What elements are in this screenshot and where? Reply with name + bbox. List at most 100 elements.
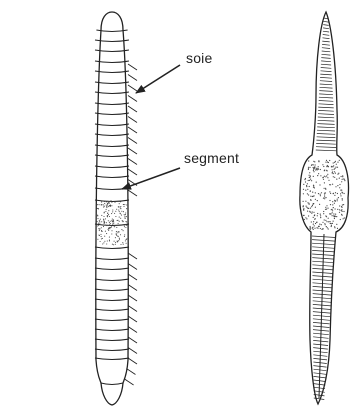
left-clitellum-dot: [116, 209, 117, 210]
right-worm-annulus: [317, 134, 335, 135]
right-clitellum-dot: [317, 168, 318, 169]
right-clitellum-dot: [334, 169, 335, 170]
right-clitellum-dot: [319, 184, 320, 185]
right-clitellum-dot: [335, 186, 336, 187]
seta-bristle: [128, 327, 137, 333]
right-clitellum-dot: [333, 215, 334, 216]
right-clitellum-dot: [334, 203, 335, 204]
seta-bristle: [128, 75, 137, 81]
right-clitellum-dot: [325, 197, 326, 198]
left-clitellum-dot: [119, 239, 120, 240]
left-clitellum-dot: [118, 223, 119, 224]
right-clitellum-dot: [326, 226, 327, 227]
right-clitellum-dot: [311, 206, 312, 207]
right-worm-dorsal-view: [300, 12, 349, 404]
left-clitellum-dot: [108, 220, 109, 221]
right-clitellum-dot: [306, 218, 307, 219]
right-clitellum-dot: [307, 189, 308, 190]
right-clitellum-dot: [327, 177, 328, 178]
right-clitellum-dot: [320, 228, 321, 229]
left-clitellum-dot: [124, 214, 125, 215]
left-clitellum-dot: [98, 228, 99, 229]
right-worm-annulus: [316, 147, 336, 148]
right-clitellum-dot: [338, 173, 339, 174]
left-clitellum-dot: [97, 218, 98, 219]
right-clitellum-dot: [326, 166, 327, 167]
left-clitellum-dot: [112, 221, 113, 222]
right-clitellum-dot: [332, 204, 333, 205]
left-clitellum-dot: [123, 230, 124, 231]
right-clitellum-dot: [337, 193, 338, 194]
right-clitellum-dot: [341, 214, 342, 215]
right-clitellum-dot: [324, 188, 325, 189]
right-clitellum-dot: [310, 190, 311, 191]
right-clitellum-dot: [325, 192, 326, 193]
left-clitellum-dot: [118, 240, 119, 241]
left-clitellum-dot: [119, 238, 120, 239]
right-clitellum-dot: [328, 218, 329, 219]
right-clitellum-dot: [311, 221, 312, 222]
right-worm-annulus: [320, 84, 333, 85]
right-clitellum-dot: [333, 165, 334, 166]
left-clitellum-dot: [97, 239, 98, 240]
right-clitellum-dot: [309, 175, 310, 176]
left-clitellum-dot: [110, 221, 111, 222]
right-clitellum-dot: [344, 217, 345, 218]
right-clitellum-dot: [328, 162, 329, 163]
right-clitellum-dot: [303, 206, 304, 207]
right-worm-annulus: [323, 31, 329, 32]
right-clitellum-dot: [333, 162, 334, 163]
left-clitellum-dot: [108, 210, 109, 211]
left-clitellum-dot: [125, 212, 126, 213]
left-clitellum-dot: [124, 225, 125, 226]
left-clitellum-dot: [103, 219, 104, 220]
right-clitellum-dot: [331, 209, 332, 210]
right-clitellum-dot: [328, 221, 329, 222]
right-clitellum-dot: [338, 197, 339, 198]
left-clitellum-dot: [126, 243, 127, 244]
right-clitellum-dot: [307, 202, 308, 203]
left-clitellum-dot: [110, 200, 111, 201]
right-clitellum-dot: [327, 208, 328, 209]
right-clitellum-dot: [313, 195, 314, 196]
left-worm-head: [101, 12, 123, 30]
right-worm-annulus: [321, 71, 332, 72]
left-worm-segment: [95, 358, 129, 360]
left-clitellum-dot: [110, 205, 111, 206]
right-clitellum-dot: [325, 209, 326, 210]
right-clitellum-dot: [343, 211, 344, 212]
left-clitellum-dot: [107, 201, 108, 202]
right-clitellum-dot: [312, 205, 313, 206]
right-clitellum-dot: [343, 178, 344, 179]
right-clitellum-dot: [334, 226, 335, 227]
left-clitellum-dot: [113, 220, 114, 221]
right-clitellum-dot: [313, 221, 314, 222]
right-worm-annulus: [321, 64, 331, 65]
right-clitellum-dot: [326, 205, 327, 206]
left-clitellum-dot: [121, 229, 122, 230]
right-worm-annulus: [317, 127, 335, 128]
left-clitellum-dot: [115, 242, 116, 243]
left-clitellum-dot: [100, 234, 101, 235]
left-clitellum-dot: [120, 206, 121, 207]
left-clitellum-dot: [104, 236, 105, 237]
right-clitellum-dot: [335, 161, 336, 162]
left-worm-segment: [95, 71, 129, 73]
right-clitellum-dot: [341, 192, 342, 193]
right-worm-annulus: [323, 21, 328, 22]
right-clitellum-dot: [330, 213, 331, 214]
right-clitellum-dot: [327, 174, 328, 175]
right-clitellum-dot: [314, 167, 315, 168]
right-clitellum-dot: [342, 211, 343, 212]
left-clitellum-dot: [101, 215, 102, 216]
left-clitellum-dot: [119, 213, 120, 214]
left-clitellum-dot: [98, 208, 99, 209]
right-clitellum-dot: [337, 167, 338, 168]
left-clitellum-dot: [117, 220, 118, 221]
right-clitellum-dot: [335, 173, 336, 174]
left-clitellum-dot: [122, 221, 123, 222]
right-clitellum-dot: [337, 185, 338, 186]
left-clitellum-dot: [105, 225, 106, 226]
seta-bristle: [128, 274, 137, 280]
left-clitellum-dot: [126, 208, 127, 209]
